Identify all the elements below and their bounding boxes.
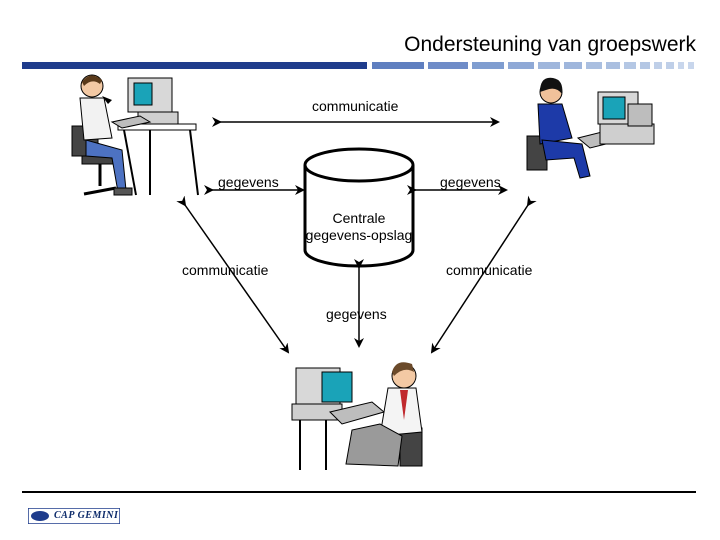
label-communication-right: communicatie xyxy=(446,262,532,278)
label-data-left: gegevens xyxy=(218,174,279,190)
logo-text: CAP GEMINI xyxy=(54,510,118,521)
label-central-storage: Centrale gegevens-opslag xyxy=(299,210,419,244)
person-at-computer-bottom-icon xyxy=(292,362,422,470)
header-bar xyxy=(22,62,694,69)
arrow-communication-left xyxy=(185,205,288,352)
person-at-computer-right-icon xyxy=(527,78,654,178)
label-data-right: gegevens xyxy=(440,174,501,190)
label-communication-left: communicatie xyxy=(182,262,268,278)
database-cylinder-icon xyxy=(305,149,413,266)
person-at-computer-left-icon xyxy=(72,75,198,195)
arrow-communication-right xyxy=(432,205,528,352)
label-data-bottom: gegevens xyxy=(326,306,387,322)
label-communication-top: communicatie xyxy=(312,98,398,114)
